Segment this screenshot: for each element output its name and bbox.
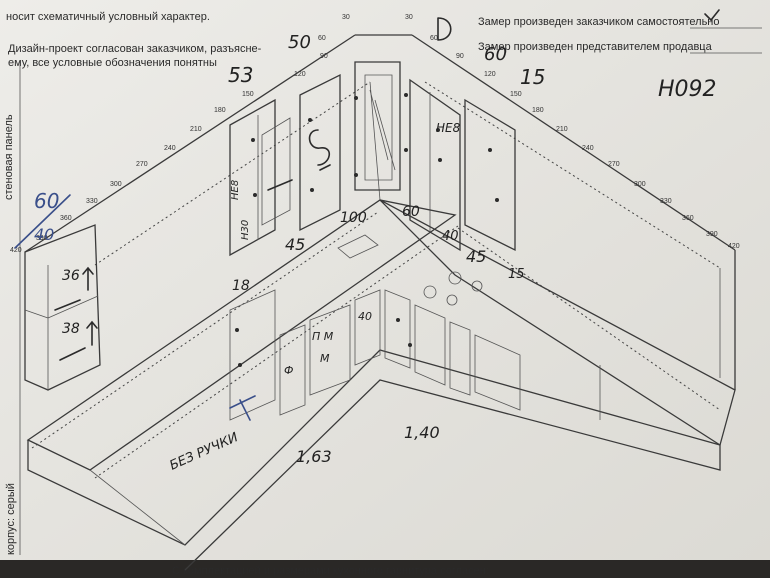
hand-pm: П М xyxy=(312,330,334,343)
measure-line-2: Замер произведен представителем продавца xyxy=(478,41,713,53)
hand-40-blue: 40 xyxy=(34,225,54,244)
ruler-left-300: 300 xyxy=(110,181,122,188)
blue-arrow xyxy=(14,194,71,249)
ruler-right-210: 210 xyxy=(556,126,568,133)
blue-scribble xyxy=(229,395,256,421)
ruler-left-120: 120 xyxy=(294,71,306,78)
ruler-right-120: 120 xyxy=(484,71,496,78)
hand-40-mid: 40 xyxy=(442,229,459,244)
ruler-left-420: 420 xyxy=(10,247,22,254)
ruler-left-180: 180 xyxy=(214,107,226,114)
hand-15-top: 15 xyxy=(520,65,545,89)
checkmark-icon xyxy=(704,9,720,22)
side-label-panel: стеновая панель xyxy=(3,114,15,200)
ruler-left-270: 270 xyxy=(136,161,148,168)
hand-53: 53 xyxy=(228,63,253,87)
table-edge xyxy=(0,560,770,578)
side-label-body: корпус: серый xyxy=(5,483,17,555)
hand-45-upper: 45 xyxy=(285,235,305,254)
ruler-right-330: 330 xyxy=(660,198,672,205)
ruler-left-330: 330 xyxy=(86,198,98,205)
arrow-up-icon-2 xyxy=(86,320,98,346)
hand-45-right: 45 xyxy=(466,247,486,266)
ruler-right-390: 390 xyxy=(706,231,718,238)
ruler-right-60: 60 xyxy=(430,35,438,42)
hand-50: 50 xyxy=(288,32,311,53)
hand-ne8-left: НЕ8 xyxy=(230,180,241,200)
hand-163: 1,63 xyxy=(296,447,332,466)
hand-60-mid: 60 xyxy=(402,204,420,220)
footer-text: С комплектацией и размерами кухонного га… xyxy=(172,565,489,577)
measure-line-1: Замер произведен заказчиком самостоятель… xyxy=(478,16,720,28)
ruler-right-30: 30 xyxy=(405,14,413,21)
ruler-left-30: 30 xyxy=(342,14,350,21)
header-line-3: ему, все условные обозначения понятны xyxy=(8,57,217,69)
kitchen-isometric xyxy=(24,34,736,571)
ruler-left-90: 90 xyxy=(320,53,328,60)
ruler-right-360: 360 xyxy=(682,215,694,222)
ruler-left-240: 240 xyxy=(164,145,176,152)
hand-140: 1,40 xyxy=(404,423,440,442)
ruler-left-60: 60 xyxy=(318,35,326,42)
ruler-right-240: 240 xyxy=(582,145,594,152)
ruler-right-420: 420 xyxy=(728,243,740,250)
hand-ph: Ф xyxy=(284,364,293,377)
arrow-up-icon xyxy=(82,266,94,291)
ruler-left-150: 150 xyxy=(242,91,254,98)
ruler-right-90: 90 xyxy=(456,53,464,60)
ruler-left: 30 60 90 120 150 180 210 240 270 300 330… xyxy=(10,14,350,254)
ruler-left-390: 390 xyxy=(36,235,48,242)
mark-d-icon xyxy=(437,17,452,41)
header-line-2: Дизайн-проект согласован заказчиком, раз… xyxy=(8,43,262,55)
ruler-right-300: 300 xyxy=(634,181,646,188)
hand-36: 36 xyxy=(62,268,80,284)
hand-m: М xyxy=(320,352,330,365)
header-line-1: носит схематичный условный характер. xyxy=(6,11,210,23)
hand-code: H092 xyxy=(658,77,717,102)
ruler-right-180: 180 xyxy=(532,107,544,114)
ruler-right: 30 60 90 120 150 180 210 240 270 300 330… xyxy=(405,14,740,250)
hand-ne8-right: НЕ8 xyxy=(436,121,461,135)
hand-n30: Н30 xyxy=(240,220,251,240)
hand-100: 100 xyxy=(340,210,367,226)
hand-40-small: 40 xyxy=(358,310,372,323)
ruler-right-150: 150 xyxy=(510,91,522,98)
hand-18: 18 xyxy=(232,278,250,294)
hand-15-right: 15 xyxy=(508,267,525,282)
ruler-left-360: 360 xyxy=(60,215,72,222)
hand-60-top: 60 xyxy=(484,44,507,65)
ruler-right-270: 270 xyxy=(608,161,620,168)
ruler-left-210: 210 xyxy=(190,126,202,133)
hand-38: 38 xyxy=(62,321,80,337)
